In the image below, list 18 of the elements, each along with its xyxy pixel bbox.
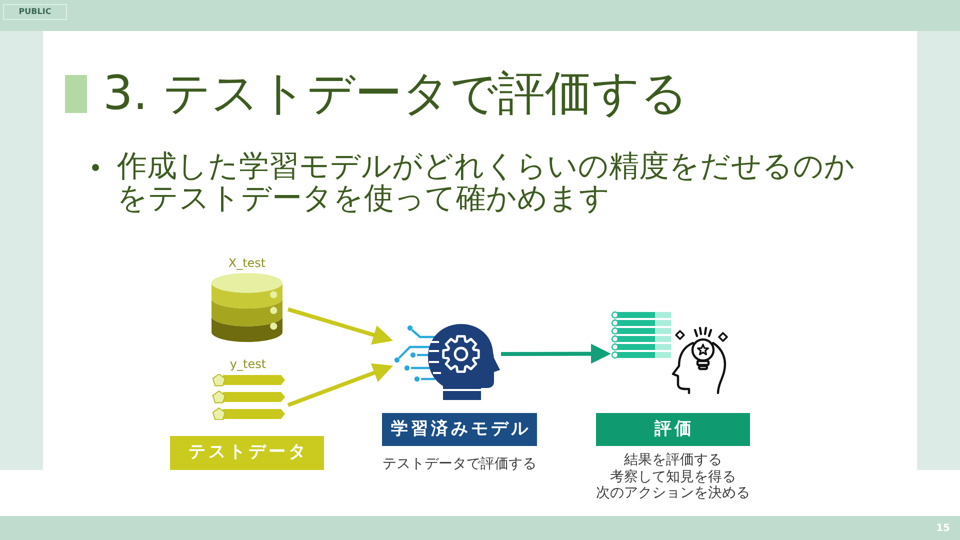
arrow	[501, 344, 611, 364]
caption-text: 次のアクションを決める	[596, 485, 750, 502]
page-number: 15	[936, 522, 950, 536]
head-gear-icon	[393, 322, 501, 400]
caption-banner: 学習済みモデル	[382, 413, 537, 446]
caption-text: 結果を評価する	[624, 452, 722, 468]
caption-banner: 評価	[596, 413, 750, 446]
caption-text: 考察して知見を得る	[610, 468, 736, 485]
caption-text: テストデータで評価する	[382, 456, 536, 473]
classification-label: PUBLIC	[3, 4, 67, 20]
dataset-label: y_test	[230, 357, 266, 371]
dataset-label: X_test	[228, 256, 266, 270]
slide-title: 3. テストデータで評価する	[103, 66, 688, 122]
bullet-text: 作成した学習モデルがどれくらいの精度をだせるのかをテストデータを使って確かめます	[117, 151, 856, 215]
arrow	[287, 363, 394, 407]
arrow	[287, 307, 394, 345]
head-lightbulb-illustration	[611, 310, 731, 394]
caption-banner: テストデータ	[170, 436, 324, 470]
